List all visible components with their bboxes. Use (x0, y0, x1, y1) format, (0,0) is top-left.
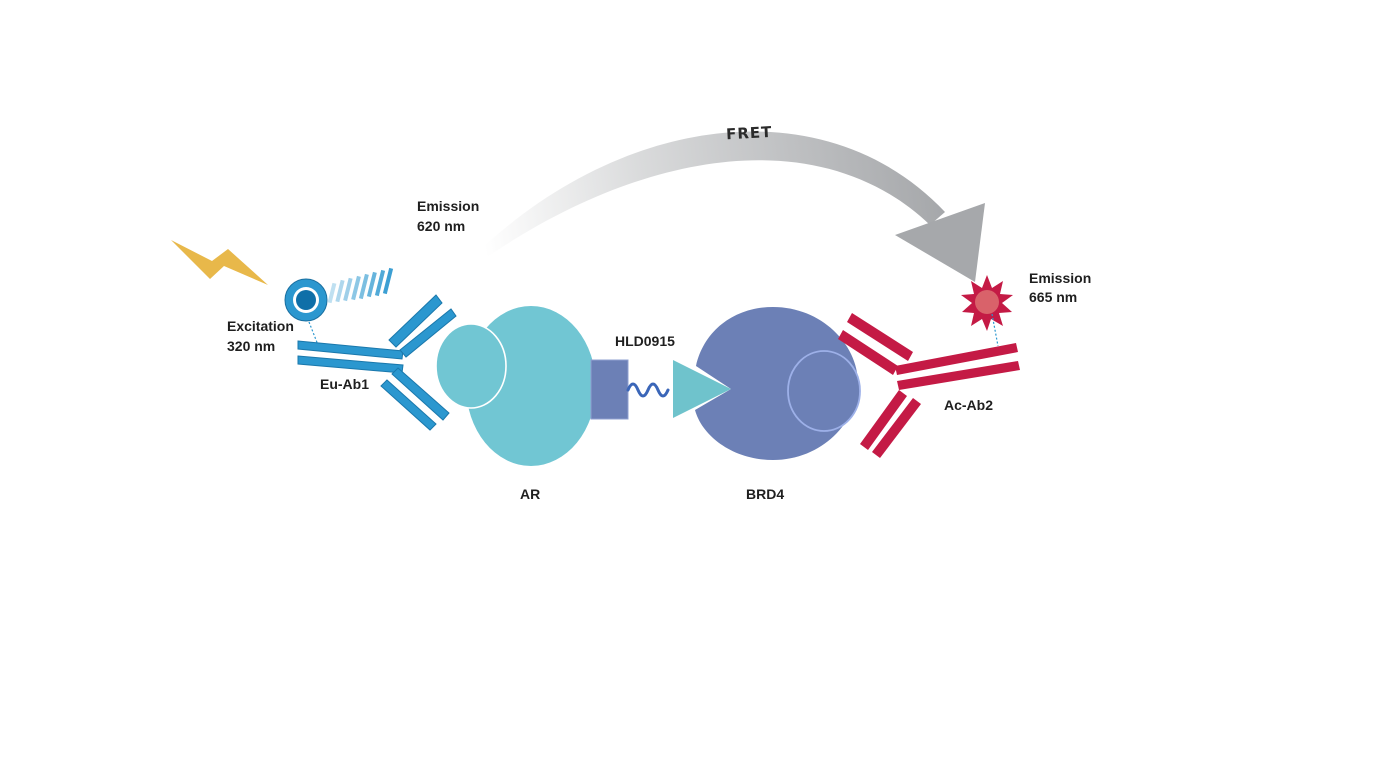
ac-ab2-antibody (838, 313, 1020, 458)
ar-label: AR (520, 486, 540, 502)
donor-emission-line1: Emission (417, 198, 479, 214)
emission-stripe (327, 282, 337, 304)
brd4-antibody-binding-domain (787, 350, 861, 432)
acceptor-tether (991, 313, 999, 347)
acceptor-emission-line2: 665 nm (1029, 289, 1077, 305)
excitation-label: Excitation 320 nm (227, 318, 298, 354)
excitation-label-line2: 320 nm (227, 338, 275, 354)
hld0915-compound (590, 359, 731, 420)
fret-arrow-head (895, 203, 985, 282)
eu-ab1-label: Eu-Ab1 (320, 376, 369, 392)
ac-ab2-heavy-chain-top (895, 343, 1018, 375)
ac-ab2-heavy-chain-bottom (897, 361, 1020, 390)
acceptor-starburst-icon (961, 275, 1013, 347)
emission-stripe (382, 267, 394, 295)
brd4-label: BRD4 (746, 486, 784, 502)
brd4-ligand-triangle (673, 360, 731, 418)
hld0915-label: HLD0915 (615, 333, 675, 349)
emission-stripe (374, 269, 386, 297)
europium-tether (308, 321, 319, 346)
ac-ab2-lower-arm-inner (860, 390, 907, 450)
acceptor-emission-line1: Emission (1029, 270, 1091, 286)
lightning-icon (171, 240, 268, 285)
linker-wave (626, 382, 670, 398)
acceptor-emission-label: Emission 665 nm (1029, 270, 1095, 305)
donor-emission-label: Emission 620 nm (417, 198, 483, 234)
excitation-label-line1: Excitation (227, 318, 294, 334)
emission-wave-stripes (327, 267, 394, 304)
eu-ab1-lower-arm-outer (380, 379, 437, 431)
eu-ab1-lower-arm-inner (391, 367, 450, 421)
emission-stripe (351, 275, 361, 301)
europium-core (296, 290, 316, 310)
emission-stripe (343, 277, 353, 302)
emission-stripe (358, 273, 369, 300)
ac-ab2-upper-arm-outer (847, 313, 913, 361)
emission-stripe (366, 271, 377, 298)
emission-stripe (335, 279, 345, 303)
ac-ab2-upper-arm-inner (838, 330, 898, 375)
brd4-protein (695, 307, 861, 460)
europium-donor-icon (284, 278, 328, 346)
ar-ligand-block (590, 359, 629, 420)
fret-arrow (480, 131, 985, 282)
eu-ab1-upper-arm-outer (388, 294, 443, 348)
acceptor-dye-dot (975, 290, 999, 314)
eu-ab1-heavy-chain-bottom (297, 355, 404, 374)
fret-arrow-body (480, 131, 945, 262)
fret-label: FRET (726, 123, 773, 143)
ac-ab2-lower-arm-outer (872, 398, 921, 458)
ac-ab2-label: Ac-Ab2 (944, 397, 993, 413)
ar-antibody-binding-domain (435, 323, 507, 409)
eu-ab1-heavy-chain-top (297, 340, 404, 360)
eu-ab1-upper-arm-inner (399, 308, 457, 358)
ar-protein (435, 306, 596, 466)
eu-ab1-antibody (297, 294, 457, 431)
donor-emission-line2: 620 nm (417, 218, 465, 234)
